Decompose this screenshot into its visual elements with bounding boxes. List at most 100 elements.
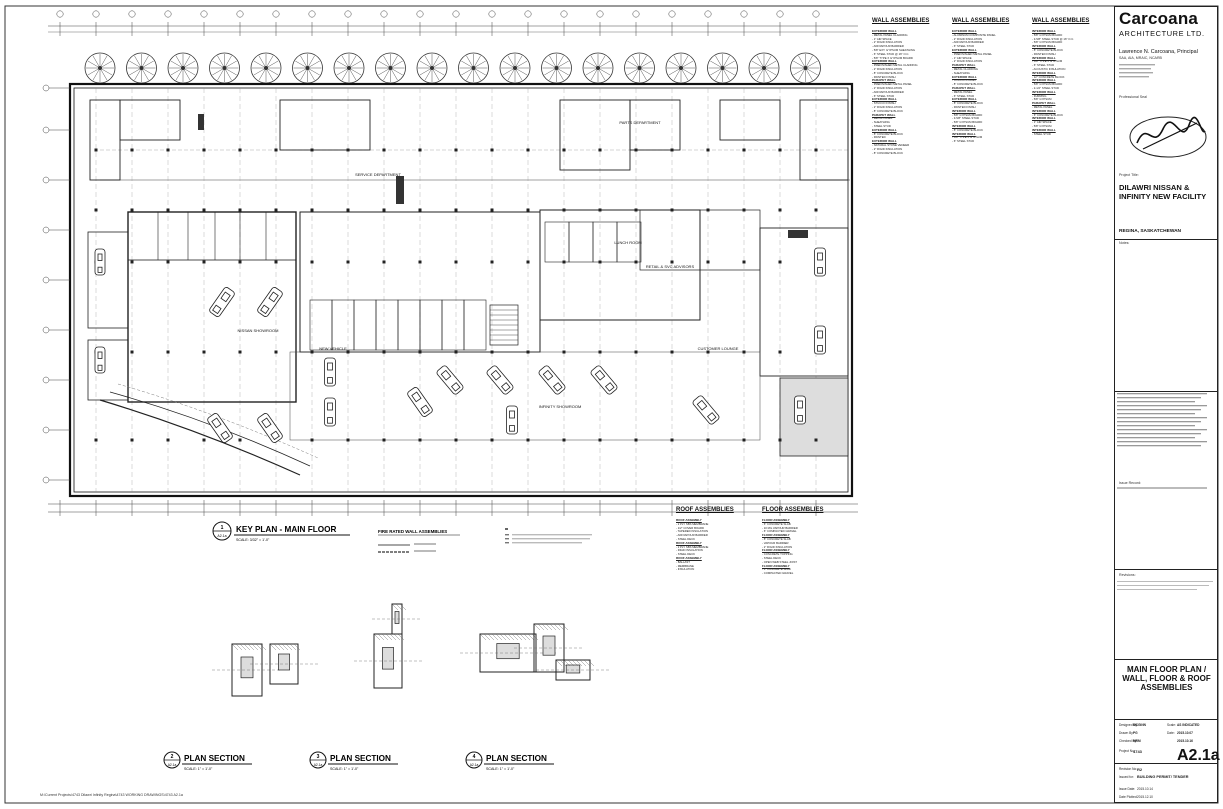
- vehicle-symbol: [407, 387, 433, 417]
- firm-name: Carcoana: [1119, 9, 1199, 28]
- spec-line: EXTERIOR WALL: [952, 47, 977, 52]
- checked-by-label: Checked By:: [1119, 739, 1138, 743]
- tree-symbol: [458, 52, 489, 84]
- spec-line: - PREFINISHED METAL PANEL: [872, 82, 913, 87]
- scale-value: AS INDICATED: [1177, 723, 1200, 727]
- spec-line: - STEEL STUD: [872, 123, 891, 128]
- revisions-label: Revisions:: [1119, 573, 1136, 577]
- plan-section-detail: [514, 623, 584, 673]
- principal: Lawrence N. Carcoana, Principal: [1119, 49, 1198, 55]
- tree-symbol: [209, 52, 240, 84]
- key-plan-heading: KEY PLAN - MAIN FLOOR: [236, 525, 336, 534]
- spec-line: - PREFINISHED METAL CLADDING: [872, 63, 918, 68]
- tree-symbol: [333, 52, 365, 84]
- seal-signature-image: [1129, 116, 1207, 158]
- firm-address-lines: [1119, 64, 1155, 78]
- spec-line: - AIR/VAPOUR BARRIER: [872, 44, 904, 49]
- spec-line: - 6" CONCRETE SLAB: [762, 567, 791, 572]
- spec-line: - STEEL DECK: [676, 536, 696, 541]
- spec-line: - PAINTED: [872, 135, 886, 140]
- spec-line: - 2" RIGID INSULATION: [952, 59, 983, 64]
- vehicle-symbol: [94, 346, 106, 374]
- spec-line: - 5/8" TYPE X GYPSUM: [952, 135, 983, 140]
- plot-date-label: Date Plotted:: [1119, 795, 1138, 799]
- section-heading: PLAN SECTION: [330, 754, 391, 763]
- drawing-title: MAIN FLOOR PLAN / WALL, FLOOR & ROOF ASS…: [1122, 665, 1211, 692]
- section-heading: PLAN SECTION: [486, 754, 547, 763]
- section-ref: A2.1a: [314, 763, 323, 767]
- date-label: Date:: [1167, 731, 1175, 735]
- spec-line: - 8" CONCRETE BLOCK: [872, 150, 903, 155]
- wall-heading-3: WALL ASSEMBLIES: [1032, 18, 1090, 24]
- spec-line: - METAL PANEL: [1032, 104, 1053, 109]
- spec-line: PARAPET WALL: [872, 112, 896, 117]
- revision-value: R2: [1137, 767, 1143, 772]
- vehicle-symbol: [207, 413, 233, 443]
- section-scale: SCALE: 1" = 1'-0": [184, 767, 213, 771]
- room-label-retail: RETAIL & SVC ADVISORS: [646, 264, 695, 269]
- principal-sub: SAA, AIA, MRAIC, NCARB: [1119, 56, 1162, 60]
- spec-line: FLOOR ASSEMBLY: [762, 548, 790, 553]
- roof-heading: ROOF ASSEMBLIES: [676, 507, 734, 513]
- section-num: 4: [473, 754, 476, 760]
- spec-line: - COMPACTED GRAVEL: [762, 571, 794, 576]
- tree-symbol: [707, 52, 738, 84]
- key-plan-title: 1 A2.1a KEY PLAN - MAIN FLOOR SCALE: 3/3…: [212, 521, 350, 542]
- scale-label: Scale:: [1167, 723, 1176, 727]
- spec-line: - 8" CONCRETE BLOCK: [952, 101, 983, 106]
- spec-line: - SHEATHING: [952, 70, 970, 75]
- spec-line: - TAPERED INSULATION: [676, 529, 709, 534]
- key-plan-ref: A2.1a: [217, 534, 226, 538]
- wall-spec-column-2: EXTERIOR WALL- ALUMINUM COMPOSITE PANEL-…: [952, 30, 1030, 790]
- vehicle-symbol: [692, 395, 720, 425]
- wall-heading-2: WALL ASSEMBLIES: [952, 18, 1010, 24]
- key-plan-num: 1: [221, 525, 224, 531]
- section-heading: PLAN SECTION: [184, 754, 245, 763]
- spec-line: - 8" CONCRETE BLOCK: [872, 70, 903, 75]
- section-scale: SCALE: 1" = 1'-0": [330, 767, 359, 771]
- spec-line: - 12" CONCRETE BLOCK: [1032, 74, 1065, 79]
- room-label-lounge: CUSTOMER LOUNGE: [698, 346, 739, 351]
- spec-line: EXTERIOR WALL: [952, 74, 977, 79]
- spec-line: - 2" RIGID INSULATION: [952, 36, 983, 41]
- vehicle-symbol: [257, 287, 283, 317]
- spec-line: - RIGID INSULATION: [676, 548, 703, 553]
- floor-spec-column: FLOOR ASSEMBLY- 6" CONCRETE SLAB- 10 MIL…: [762, 519, 854, 794]
- vehicle-symbol: [324, 397, 336, 427]
- spec-line: - 5/8" GYPSUM: [1032, 123, 1052, 128]
- section-scale: SCALE: 1" = 1'-0": [486, 767, 515, 771]
- spec-line: PARAPET WALL: [952, 85, 976, 90]
- spec-line: - NATURAL STONE VENEER: [872, 142, 910, 147]
- spec-line: FLOOR ASSEMBLY: [762, 519, 790, 522]
- date-value-2: 2015.10.16: [1177, 739, 1193, 743]
- room-label-new-vehicle: NEW VEHICLE: [319, 346, 347, 351]
- spec-line: - STUCCO FINISH: [872, 101, 896, 106]
- spec-line: - INSULATION: [676, 567, 695, 572]
- vehicle-symbol: [486, 365, 514, 395]
- spec-line: INTERIOR WALL: [952, 131, 976, 136]
- vehicle-symbol: [814, 325, 826, 355]
- project-no: 4743: [1133, 749, 1142, 754]
- spec-line: EXTERIOR WALL: [872, 139, 897, 144]
- spec-line: - ALUMINUM COMPOSITE PANEL: [952, 32, 996, 37]
- issue-date-label: Issue Date:: [1119, 787, 1136, 791]
- spec-line: - SHEATHING: [872, 120, 890, 125]
- vehicle-symbol: [324, 357, 336, 387]
- spec-line: - STUCCO FINISH: [952, 78, 976, 83]
- spec-line: - 5/8" EXT. GYPSUM SHEATHING: [872, 47, 916, 52]
- vehicle-symbol: [436, 365, 464, 395]
- spec-line: - VAPOUR BARRIER: [762, 540, 789, 545]
- spec-line: - STEEL DECK: [676, 552, 696, 557]
- tree-symbol: [250, 52, 282, 84]
- spec-line: INTERIOR WALL: [1032, 116, 1056, 121]
- spec-line: EXTERIOR WALL: [872, 30, 897, 33]
- spec-line: - MEMBRANE: [676, 563, 694, 568]
- tree-symbol: [375, 52, 406, 84]
- spec-line: - 5/8" GYPSUM BOARD: [952, 112, 983, 117]
- spec-line: - ACOUSTIC INSULATION: [1032, 66, 1066, 71]
- room-label-service: SERVICE DEPARTMENT: [355, 172, 401, 177]
- spec-line: - 8" CONCRETE SLAB: [762, 536, 791, 541]
- spec-line: - 2-1/2" STEEL STUD: [1032, 85, 1060, 90]
- wall-heading-1: WALL ASSEMBLIES: [872, 18, 930, 24]
